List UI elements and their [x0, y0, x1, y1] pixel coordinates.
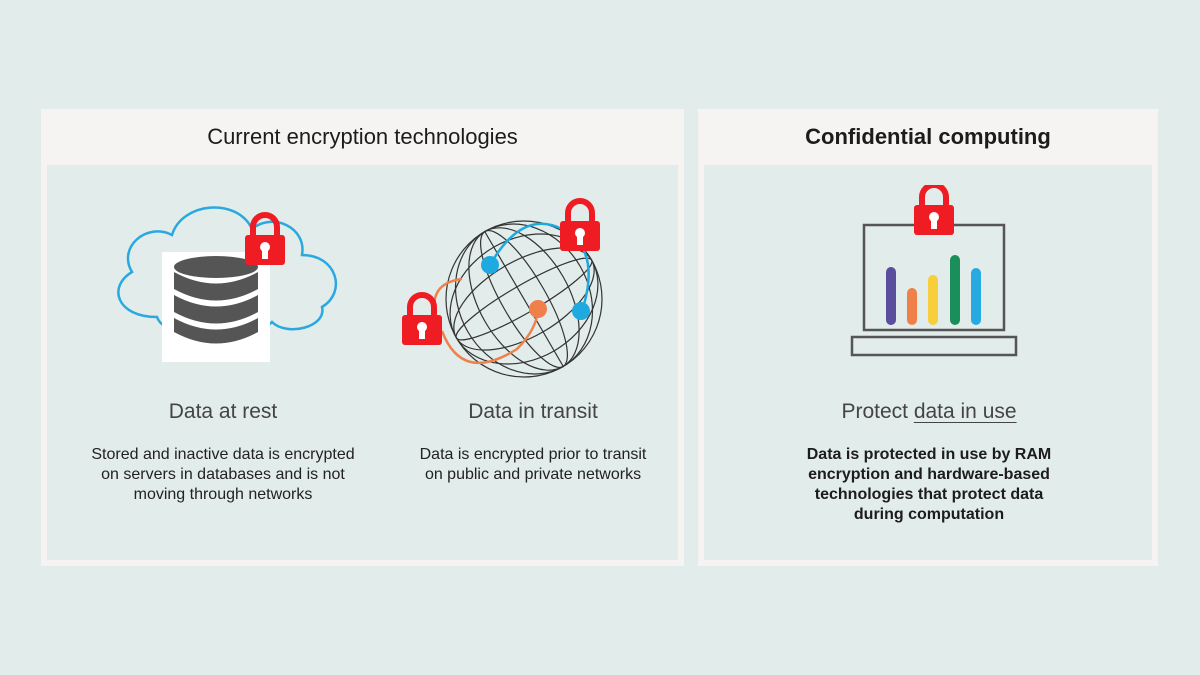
caption-prefix: Protect — [841, 400, 908, 423]
confidential-computing-body: Protect data in use Data is protected in… — [704, 165, 1152, 560]
panel-title-current-encryption: Current encryption technologies — [207, 124, 518, 149]
cloud-database-icon — [117, 206, 338, 362]
caption-protect-data-in-use: Protect data in use — [764, 400, 1094, 424]
laptop-icon — [850, 182, 1018, 357]
lock-icon — [914, 182, 954, 235]
current-encryption-body: Data at rest Stored and inactive data is… — [47, 165, 678, 560]
caption-data-at-rest: Data at rest — [168, 400, 278, 423]
database-icon — [174, 256, 258, 344]
lock-icon — [402, 292, 442, 345]
globe-icon — [402, 198, 603, 378]
data-at-rest-illustration — [87, 177, 357, 367]
bar-chart-icon — [886, 255, 981, 325]
data-in-use-link[interactable]: data in use — [913, 400, 1017, 423]
description-data-in-transit: Data is encrypted prior to transit on pu… — [419, 446, 647, 483]
panel-title-confidential-computing: Confidential computing — [805, 124, 1051, 149]
lock-icon — [560, 198, 600, 251]
data-in-use-illustration — [849, 182, 1019, 370]
description-data-at-rest: Stored and inactive data is encrypted on… — [91, 446, 355, 503]
confidential-computing-panel: Confidential computing — [698, 109, 1158, 566]
current-encryption-panel: Current encryption technologies — [41, 109, 684, 566]
lock-icon — [245, 212, 285, 265]
data-in-transit-illustration — [402, 189, 617, 379]
description-data-in-use: Data is protected in use by RAM encrypti… — [806, 446, 1052, 523]
caption-data-in-transit: Data in transit — [468, 400, 598, 423]
